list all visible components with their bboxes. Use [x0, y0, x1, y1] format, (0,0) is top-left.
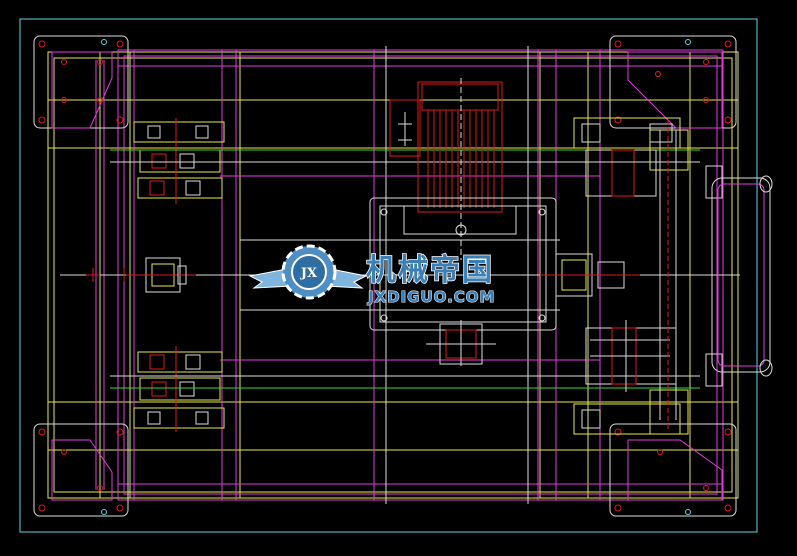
- watermark-domain: JXDIGUO.COM: [367, 288, 495, 306]
- frame-holes: [101, 39, 691, 515]
- right-shaft: [659, 120, 677, 430]
- corner-plate-top-left: [33, 35, 129, 129]
- bearing-block-left-lower: [133, 346, 225, 432]
- corner-plate-bottom-left: [33, 423, 129, 517]
- gear-housing-lower: [573, 320, 689, 435]
- bearing-block-left-middle: [126, 257, 196, 293]
- gear-housing-upper: [570, 117, 700, 197]
- bearing-block-left-upper: [133, 118, 225, 204]
- drawing-frame: [19, 18, 758, 533]
- corner-plate-top-right: [609, 35, 737, 129]
- corner-plate-bottom-right: [609, 423, 737, 517]
- electric-motor: [389, 78, 517, 260]
- watermark-title: 机械帝国: [366, 253, 494, 288]
- gear-coupling-middle: [540, 253, 640, 297]
- logo-initials: JX: [300, 266, 318, 281]
- watermark: JX 机械帝国 JXDIGUO.COM: [248, 244, 495, 307]
- center-marks: [86, 268, 125, 282]
- hand-crank-handle: [705, 165, 773, 387]
